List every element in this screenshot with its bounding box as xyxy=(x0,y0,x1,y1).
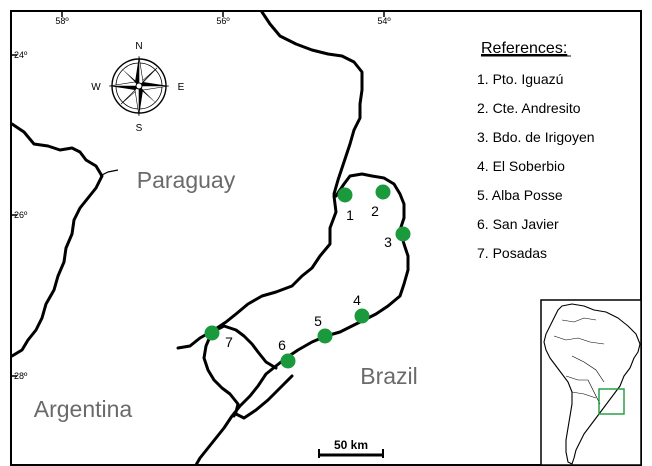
site-label-5: 5 xyxy=(314,313,322,329)
legend-item-3: 3. Bdo. de Irigoyen xyxy=(477,129,595,145)
site-marker-4 xyxy=(354,308,370,324)
scale-bar-label: 50 km xyxy=(334,438,368,452)
site-labels: 1 2 3 4 5 6 7 xyxy=(225,203,392,353)
legend-item-5: 5. Alba Posse xyxy=(477,187,563,203)
legend-item-7: 7. Posadas xyxy=(477,245,547,261)
compass-west-label: W xyxy=(91,82,101,93)
site-label-4: 4 xyxy=(353,292,361,308)
border-southern-river xyxy=(234,374,294,420)
site-label-3: 3 xyxy=(384,234,392,250)
border-paraguay-brazil-north xyxy=(260,10,364,196)
region-label-brazil: Brazil xyxy=(360,363,418,389)
site-marker-5 xyxy=(317,328,333,344)
border-misiones-west xyxy=(210,324,278,370)
inset-frame xyxy=(540,299,642,466)
site-label-6: 6 xyxy=(278,337,286,353)
site-label-1: 1 xyxy=(346,207,354,223)
lon-label-58: 58º xyxy=(55,16,69,26)
lon-label-56: 56º xyxy=(216,16,230,26)
border-posadas-loop xyxy=(202,330,240,418)
legend-item-1: 1. Pto. Iguazú xyxy=(477,71,563,87)
lat-label-24: 24º xyxy=(14,50,28,60)
legend-title: References: xyxy=(481,40,567,57)
compass-south-label: S xyxy=(136,123,143,134)
site-label-2: 2 xyxy=(371,203,379,219)
lon-label-54: 54º xyxy=(377,16,391,26)
inset-south-america-outline xyxy=(543,303,641,465)
legend-item-2: 2. Cte. Andresito xyxy=(477,100,581,116)
inset-study-area-box xyxy=(598,388,625,415)
compass-rose xyxy=(108,55,170,117)
region-label-argentina: Argentina xyxy=(34,396,133,422)
legend-items: 1. Pto. Iguazú 2. Cte. Andresito 3. Bdo.… xyxy=(477,71,595,261)
region-label-paraguay: Paraguay xyxy=(137,167,236,193)
legend-item-4: 4. El Soberbio xyxy=(477,158,565,174)
lat-label-28: 28º xyxy=(14,371,28,381)
border-parana-river xyxy=(176,194,338,350)
inset-internal-borders xyxy=(553,317,605,405)
inset-map xyxy=(540,299,642,466)
border-misiones-east xyxy=(194,172,410,466)
thin-lines xyxy=(99,169,119,177)
compass-north-label: N xyxy=(135,41,142,52)
site-marker-1 xyxy=(337,187,353,203)
compass-east-label: E xyxy=(178,82,185,93)
site-label-7: 7 xyxy=(225,334,233,350)
border-paraguay-argentina-west xyxy=(10,122,104,358)
legend-background xyxy=(456,28,640,268)
site-marker-6 xyxy=(280,353,296,369)
lat-label-26: 26º xyxy=(14,210,28,220)
site-marker-7 xyxy=(204,325,220,341)
map-frame xyxy=(10,10,642,466)
legend-item-6: 6. San Javier xyxy=(477,216,559,232)
site-marker-2 xyxy=(375,184,391,200)
left-ticks xyxy=(11,54,17,377)
scale-bar xyxy=(318,449,384,458)
sampling-sites xyxy=(204,184,411,369)
top-ticks xyxy=(61,11,385,17)
site-marker-3 xyxy=(395,226,411,242)
